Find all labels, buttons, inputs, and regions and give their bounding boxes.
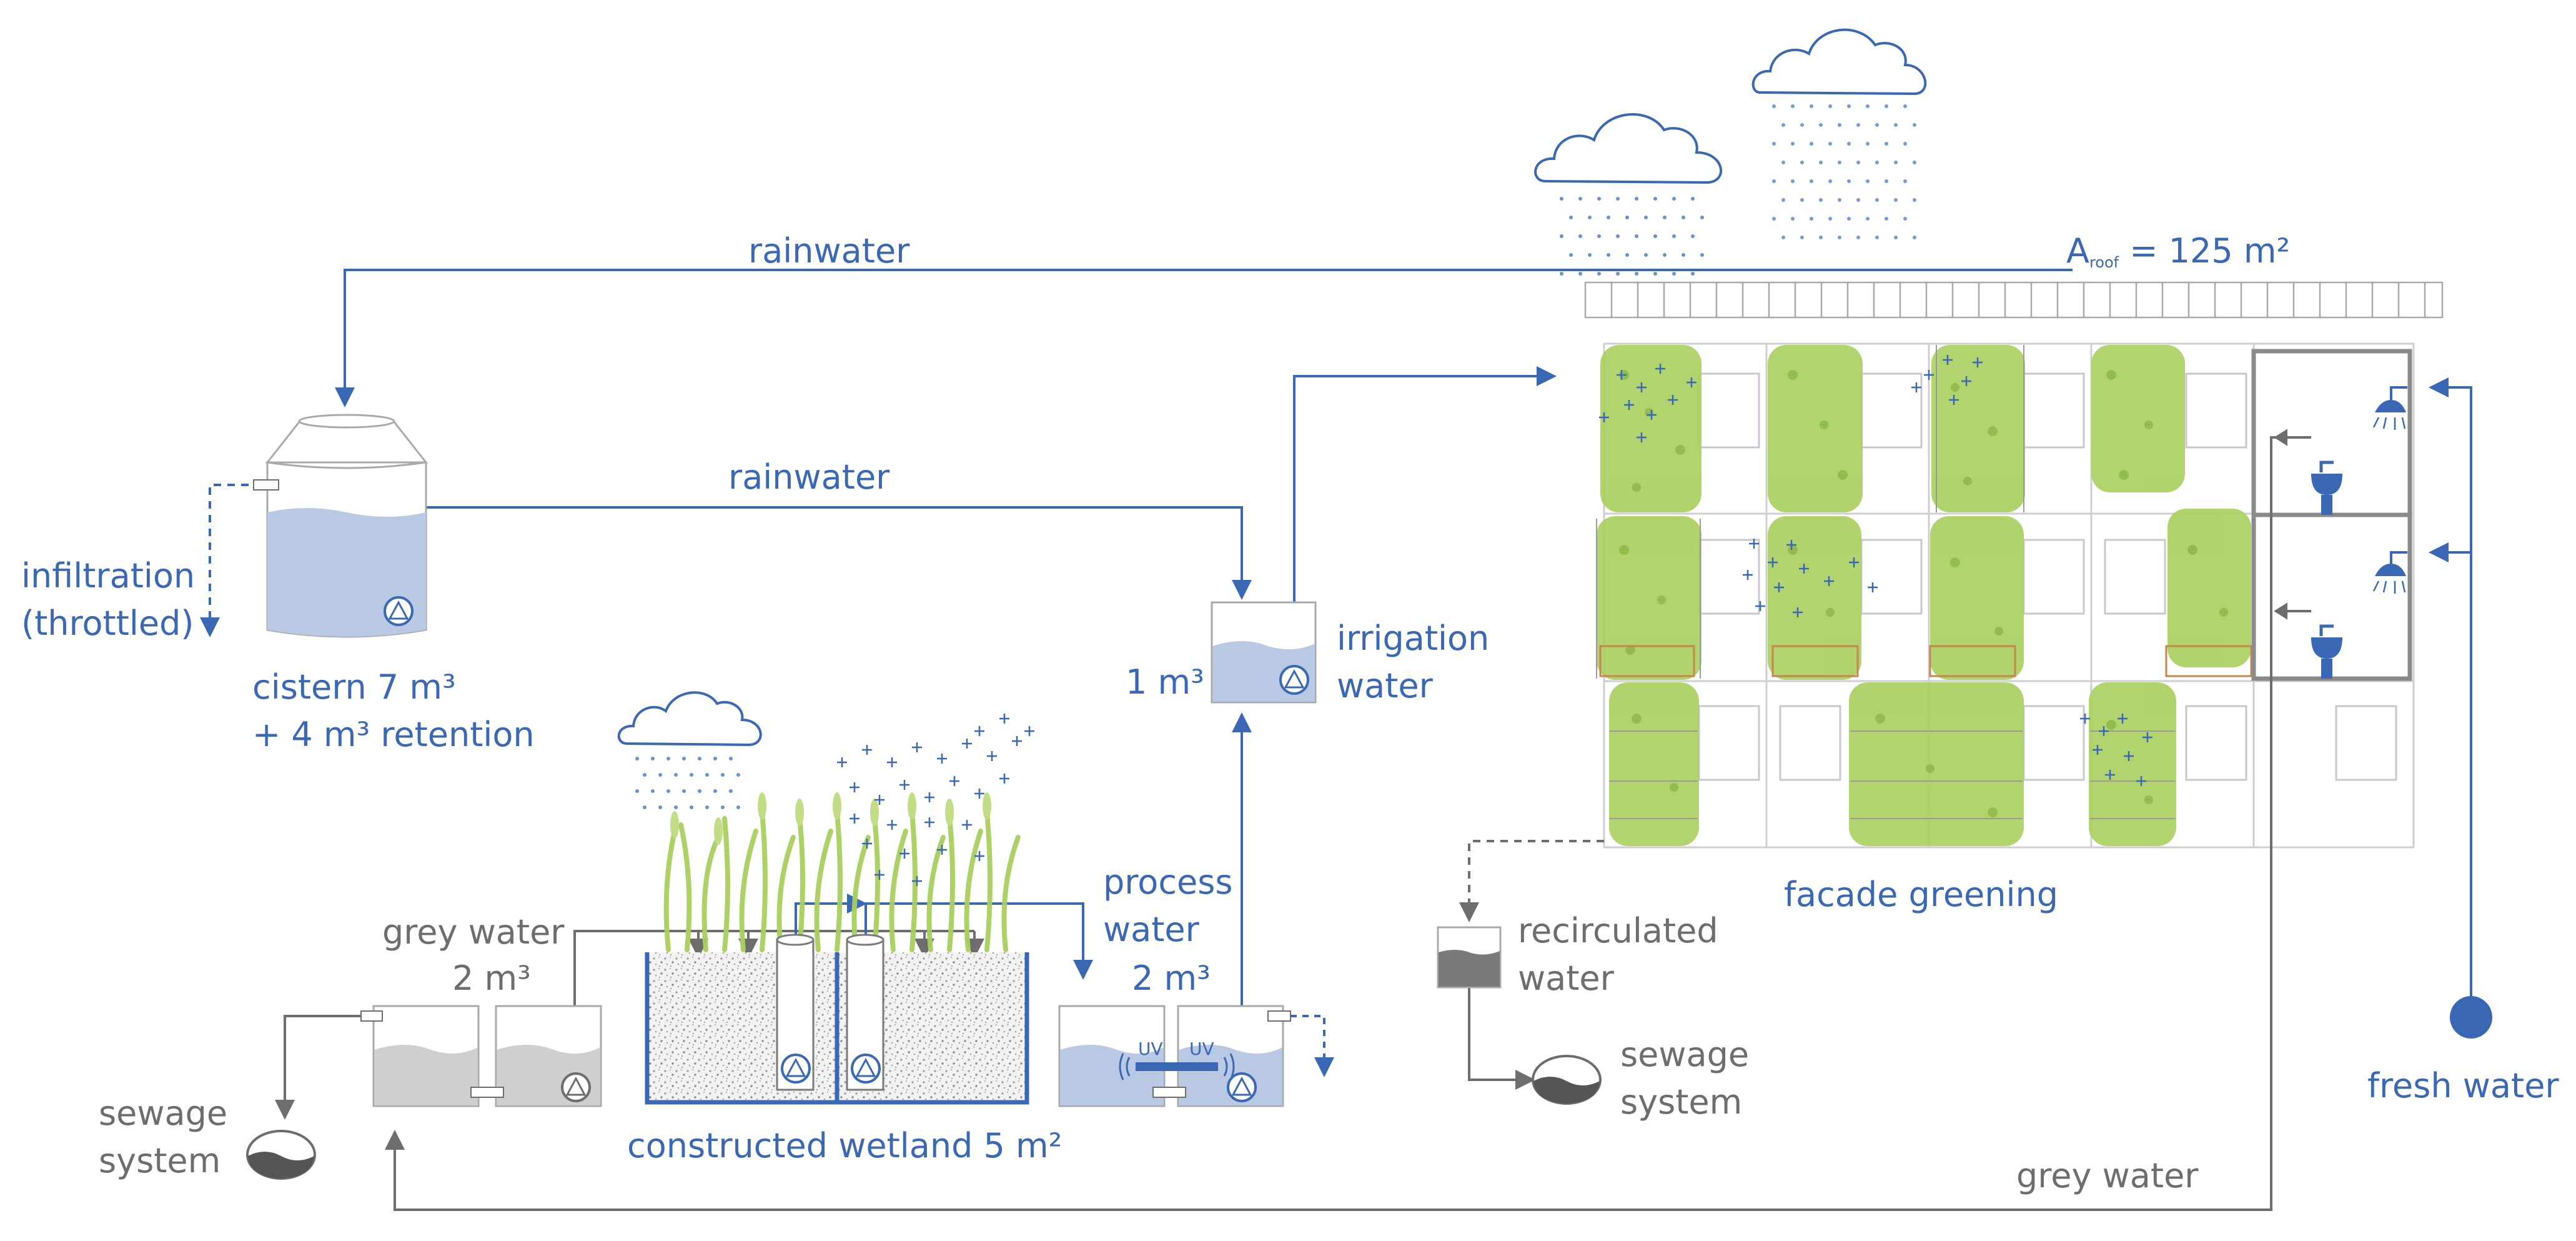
sink-icon-lower: [2311, 624, 2342, 679]
process-overflow-line: [1290, 1015, 1334, 1077]
process-water-label-3: 2 m³: [1132, 959, 1211, 998]
pump-icon-grey-water: [561, 1072, 591, 1102]
shower-icon-upper: [2372, 386, 2407, 430]
irrigation-label-2: water: [1337, 666, 1434, 705]
uv-label-2: UV: [1189, 1039, 1214, 1059]
process-water-tanks: [1058, 1005, 1291, 1107]
sewage-icon-right: [1532, 1055, 1602, 1105]
sewage-icon-left: [246, 1130, 316, 1180]
cloud-icon-top-right: [1751, 28, 1927, 96]
trellis-lines: [1596, 345, 2175, 819]
recirculated-label-2: water: [1518, 959, 1615, 998]
pump-icon-wetland-2: [851, 1054, 881, 1084]
pump-icon-cistern: [384, 596, 414, 626]
sewage-right-label-2: system: [1620, 1082, 1742, 1122]
cloud-icon-wetland: [617, 691, 762, 747]
rainwater-cistern-line: [397, 506, 1252, 600]
irrigation-label-1: irrigation: [1337, 619, 1489, 658]
reed-heads: [670, 792, 991, 845]
fresh-water-line: [2429, 377, 2472, 1000]
roof: [1584, 281, 2444, 319]
wetland-basin: [645, 952, 1029, 1105]
cistern-label-2: + 4 m³ retention: [252, 715, 535, 754]
evaporation-crosses-wetland: [837, 714, 1034, 886]
planter-boxes: [1599, 645, 2252, 677]
shower-icon-lower: [2372, 551, 2407, 594]
recirculated-water-tank: [1437, 926, 1502, 989]
pump-icon-process-water: [1227, 1072, 1257, 1102]
bathroom-outflow-arrows: [2274, 429, 2311, 620]
pump-icon-irrigation: [1279, 665, 1309, 695]
rainwater-top-label: rainwater: [748, 231, 910, 271]
sewage-left-label-1: sewage: [99, 1094, 227, 1133]
uv-label-1: UV: [1138, 1039, 1163, 1059]
sink-icon-upper: [2311, 461, 2342, 515]
infiltration-label-1: infiltration: [21, 556, 195, 596]
grey-water-tank-label-2: 2 m³: [452, 959, 531, 998]
grey-water-sewage-line: [275, 1015, 366, 1120]
cloud-icon-top-left: [1534, 113, 1723, 184]
roof-area-sub: roof: [2089, 254, 2119, 271]
recirculated-line: [1459, 840, 1604, 922]
grey-water-bottom-label: grey water: [2016, 1156, 2199, 1195]
roof-area-prefix: A: [2066, 231, 2089, 271]
rain-icon-wetland: [635, 757, 740, 809]
process-water-label-2: water: [1103, 910, 1200, 949]
roof-area-label: Aroof = 125 m²: [2066, 231, 2290, 271]
recirculated-label-1: recirculated: [1518, 911, 1718, 950]
rainwater-mid-label: rainwater: [728, 457, 890, 497]
wetland-label: constructed wetland 5 m²: [627, 1126, 1062, 1165]
facade-greening-plants: [1597, 345, 2251, 846]
infiltration-label-2: (throttled): [21, 604, 194, 643]
grey-water-tank-label-1: grey water: [382, 912, 565, 952]
recirculated-sewage-line: [1468, 987, 1535, 1090]
roof-area-suffix: = 125 m²: [2119, 231, 2290, 271]
fresh-water-label: fresh water: [2367, 1066, 2559, 1105]
reed-plants: [663, 810, 1021, 952]
rain-icon-top-right: [1772, 104, 1916, 239]
rainwater-roof-line: [335, 269, 2073, 407]
cistern: [253, 414, 429, 638]
rain-icon-top-left: [1560, 197, 1704, 276]
facade-greening-label: facade greening: [1784, 875, 2058, 914]
pump-icon-wetland-1: [781, 1054, 811, 1084]
sewage-left-label-2: system: [99, 1141, 220, 1180]
irrigation-line: [1293, 366, 1557, 656]
process-water-label-1: process: [1103, 862, 1233, 902]
sewage-right-label-1: sewage: [1620, 1035, 1749, 1074]
irrigation-volume-label: 1 m³: [1126, 662, 1204, 702]
grey-water-return-line: [385, 436, 2276, 1211]
cistern-label-1: cistern 7 m³: [252, 667, 456, 707]
wetland-inlet-arrows: [688, 931, 984, 959]
grey-water-tank: [360, 1005, 602, 1107]
fresh-water-source-icon: [2450, 996, 2492, 1039]
evaporation-crosses-facade: [1599, 355, 2152, 786]
infiltration-line: [200, 484, 262, 637]
